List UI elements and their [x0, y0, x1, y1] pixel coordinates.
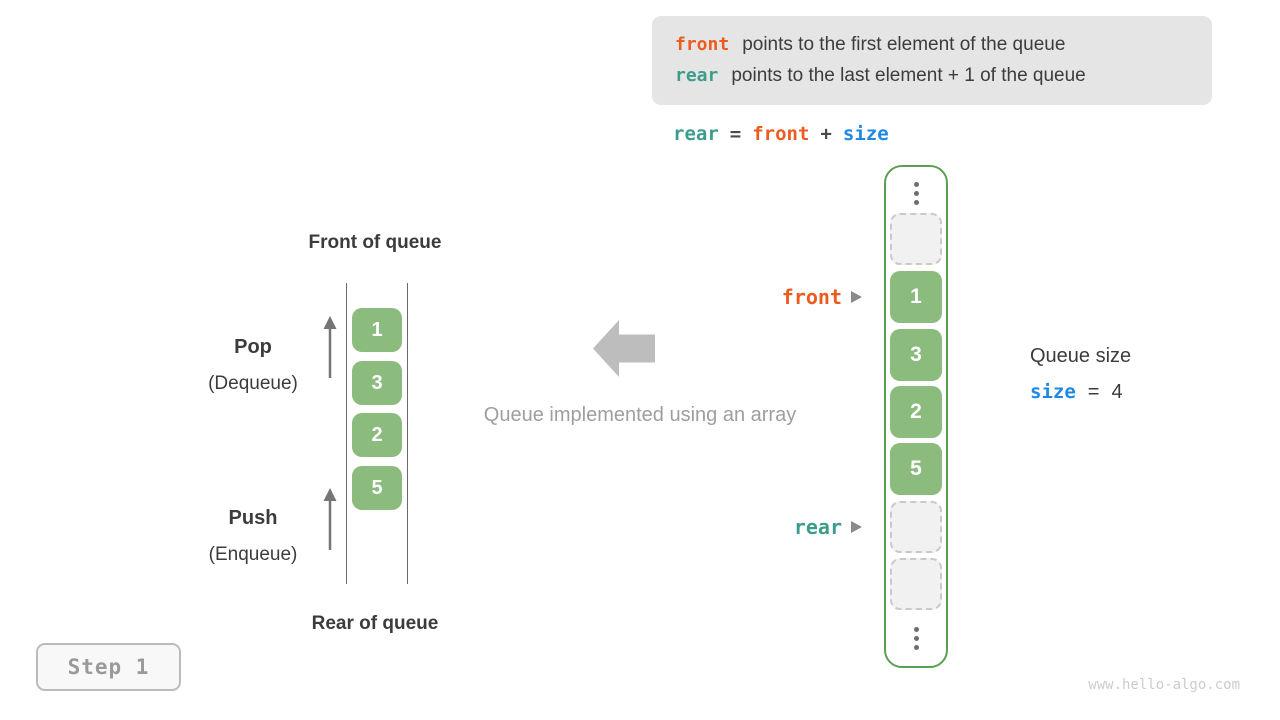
- right-arrowhead-icon: [851, 521, 862, 533]
- legend-box: front points to the first element of the…: [652, 16, 1212, 105]
- queue-element: 2: [352, 413, 402, 457]
- rear-pointer-label: rear: [793, 515, 842, 539]
- ellipsis-top-icon: [890, 182, 942, 205]
- watermark: www.hello-algo.com: [1088, 677, 1240, 693]
- legend-line-rear: rear points to the last element + 1 of t…: [675, 65, 1212, 87]
- formula-size: size: [842, 123, 889, 145]
- queue-channel-right-line: [407, 283, 408, 584]
- rear-of-queue-label: Rear of queue: [311, 613, 439, 634]
- push-label: Push: [228, 507, 278, 529]
- center-caption: Queue implemented using an array: [483, 404, 797, 426]
- right-arrowhead-icon: [851, 291, 862, 303]
- queue-element: 5: [352, 466, 402, 510]
- dot: [913, 645, 919, 650]
- front-pointer: front: [720, 284, 862, 310]
- rear-pointer: rear: [720, 514, 862, 540]
- array-cell-value: 5: [890, 443, 942, 495]
- array-cell-empty: [890, 558, 942, 610]
- legend-line-front: front points to the first element of the…: [675, 34, 1212, 56]
- queue-channel-left-line: [346, 283, 347, 584]
- array-cell-value: 2: [890, 386, 942, 438]
- pop-up-arrow-icon: [323, 316, 337, 378]
- push-up-arrow-icon: [323, 488, 337, 550]
- size-variable: size: [1030, 381, 1076, 403]
- rear-description: points to the last element + 1 of the qu…: [731, 65, 1086, 86]
- size-value: 4: [1111, 381, 1123, 403]
- dot: [913, 200, 919, 205]
- formula-equals: =: [729, 123, 742, 145]
- size-equation: size = 4: [1030, 381, 1123, 404]
- front-description: points to the first element of the queue: [742, 34, 1066, 55]
- array-cell-empty: [890, 213, 942, 265]
- enqueue-label: (Enqueue): [208, 544, 298, 565]
- front-pointer-label: front: [781, 285, 842, 309]
- dot: [913, 627, 919, 632]
- array-cell-value: 3: [890, 329, 942, 381]
- queue-element: 1: [352, 308, 402, 352]
- pop-label: Pop: [234, 336, 272, 358]
- formula-front: front: [752, 123, 810, 145]
- ellipsis-bottom-icon: [890, 627, 942, 650]
- front-keyword: front: [675, 34, 730, 55]
- front-of-queue-label: Front of queue: [308, 232, 442, 253]
- queue-element: 3: [352, 361, 402, 405]
- left-block-arrow-icon: [593, 320, 655, 377]
- dequeue-label: (Dequeue): [208, 373, 298, 394]
- dot: [913, 636, 919, 641]
- dot: [913, 191, 919, 196]
- dot: [913, 182, 919, 187]
- array-cell-empty: [890, 501, 942, 553]
- array-cell-value: 1: [890, 271, 942, 323]
- pointer-formula: rear = front + size: [673, 123, 889, 145]
- formula-plus: +: [820, 123, 832, 145]
- size-equals: =: [1087, 381, 1100, 403]
- formula-rear: rear: [673, 123, 719, 145]
- rear-keyword: rear: [675, 65, 719, 86]
- queue-size-label: Queue size: [1030, 345, 1132, 367]
- step-badge: Step 1: [36, 643, 181, 691]
